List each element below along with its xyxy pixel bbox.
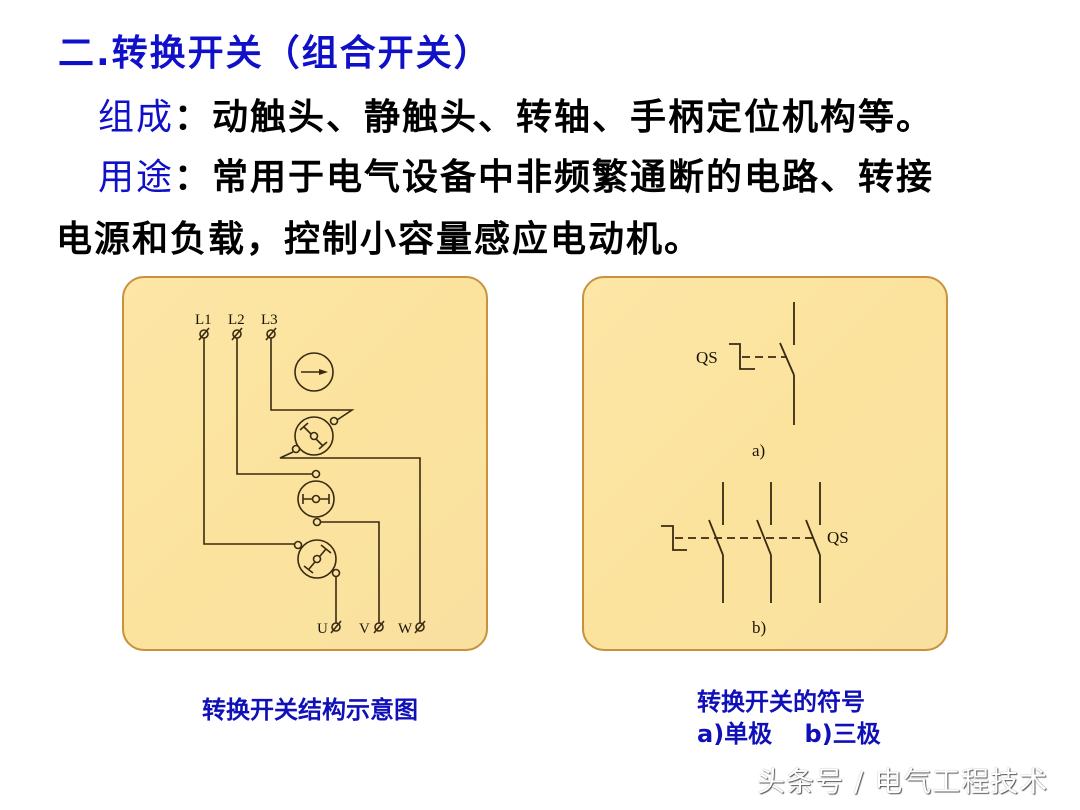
label-w: W bbox=[398, 621, 413, 637]
single-pole-sublabel: a) bbox=[752, 441, 765, 460]
symbol-diagram-panel bbox=[582, 276, 948, 651]
symbol-caption-legend: a)单极 b)三极 bbox=[697, 720, 881, 748]
switch-disc-1 bbox=[293, 539, 341, 579]
switch-disc-3 bbox=[291, 416, 339, 456]
single-pole-qs-label: QS bbox=[696, 348, 718, 367]
usage-text-1: ：常用于电气设备中非频繁通断的电路、转接 bbox=[174, 156, 935, 198]
w-wire bbox=[279, 451, 421, 623]
label-u: U bbox=[317, 621, 328, 637]
single-pole-symbol bbox=[729, 302, 795, 425]
l2-wire bbox=[236, 338, 313, 475]
usage-line-1: 用途：常用于电气设备中非频繁通断的电路、转接 bbox=[98, 148, 934, 200]
label-l1: L1 bbox=[195, 312, 212, 328]
v-wire bbox=[320, 521, 380, 623]
label-l2: L2 bbox=[228, 312, 245, 328]
composition-key: 组成 bbox=[98, 97, 175, 138]
usage-line-2: 电源和负载，控制小容量感应电动机。 bbox=[56, 218, 703, 260]
label-l3: L3 bbox=[261, 312, 278, 328]
output-terminals bbox=[330, 620, 426, 634]
three-pole-sublabel: b) bbox=[752, 618, 766, 637]
structure-diagram bbox=[198, 327, 426, 634]
label-v: V bbox=[359, 621, 370, 637]
three-pole-qs-label: QS bbox=[827, 528, 849, 547]
composition-line: 组成：动触头、静触头、转轴、手柄定位机构等。 bbox=[98, 88, 934, 140]
symbol-caption: 转换开关的符号 a)单极 b)三极 bbox=[697, 686, 881, 750]
three-pole-symbol bbox=[661, 482, 821, 603]
structure-diagram-panel bbox=[122, 276, 488, 651]
l3-wire bbox=[270, 338, 355, 421]
switch-disc-2 bbox=[297, 469, 335, 527]
rotation-arrow-icon bbox=[294, 352, 334, 392]
structure-caption: 转换开关结构示意图 bbox=[202, 696, 418, 724]
usage-key: 用途 bbox=[98, 157, 175, 198]
l1-wire bbox=[203, 338, 295, 545]
composition-text: ：动触头、静触头、转轴、手柄定位机构等。 bbox=[174, 96, 935, 138]
structure-labels: L1 L2 L3 U V W bbox=[195, 312, 413, 637]
watermark: 头条号 / 电气工程技术 bbox=[757, 765, 1049, 798]
slide-title: 二.转换开关（组合开关） bbox=[58, 33, 492, 74]
symbol-caption-title: 转换开关的符号 bbox=[697, 688, 865, 716]
